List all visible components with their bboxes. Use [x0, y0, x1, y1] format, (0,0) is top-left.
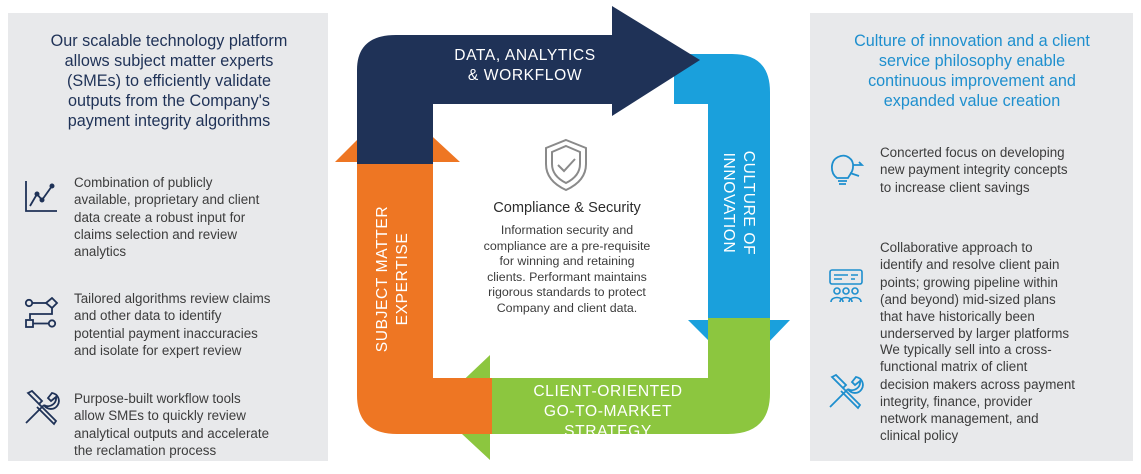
compliance-security-block: Compliance & Security Information securi… — [456, 134, 678, 317]
cycle-label-top: DATA, ANALYTICS & WORKFLOW — [454, 47, 596, 84]
collaboration-icon — [828, 268, 864, 313]
tools-icon — [22, 389, 60, 432]
cycle-arrow-right — [674, 54, 790, 372]
cycle-label-right: CULTURE OF INNOVATION — [720, 150, 757, 256]
right-panel-heading: Culture of innovation and a client servi… — [854, 32, 1090, 110]
cycle-label-bottom: CLIENT-ORIENTED GO-TO-MARKET STRATEGY — [533, 383, 683, 440]
cycle-arrow-bottom — [434, 318, 770, 460]
cycle-diagram — [335, 6, 790, 460]
left-panel-heading: Our scalable technology platform allows … — [50, 32, 288, 130]
left-item-2-text: Tailored algorithms review claims and ot… — [74, 291, 271, 358]
right-item-1-text: Concerted focus on developing new paymen… — [880, 145, 1068, 195]
right-item-2-text: Collaborative approach to identify and r… — [880, 240, 1070, 342]
workflow-nodes-icon — [24, 296, 60, 336]
line-chart-icon — [24, 179, 58, 218]
left-item-3-text: Purpose-built workflow tools allow SMEs … — [74, 391, 270, 458]
right-item-3-text: We typically sell into a cross- function… — [880, 342, 1075, 444]
cycle-arrow-left — [335, 102, 492, 434]
cycle-label-left: SUBJECT MATTER EXPERTISE — [374, 205, 411, 353]
shield-check-icon — [542, 138, 590, 197]
tools-icon — [826, 373, 864, 416]
left-item-1-text: Combination of publicly available, propr… — [74, 175, 260, 260]
lightbulb-icon — [826, 151, 865, 194]
right-panel: Culture of innovation and a client servi… — [810, 13, 1133, 461]
cycle-arrow-top — [357, 6, 700, 164]
left-panel: Our scalable technology platform allows … — [8, 13, 328, 461]
compliance-security-body: Information security and compliance are … — [483, 223, 651, 315]
compliance-security-title: Compliance & Security — [493, 200, 641, 216]
